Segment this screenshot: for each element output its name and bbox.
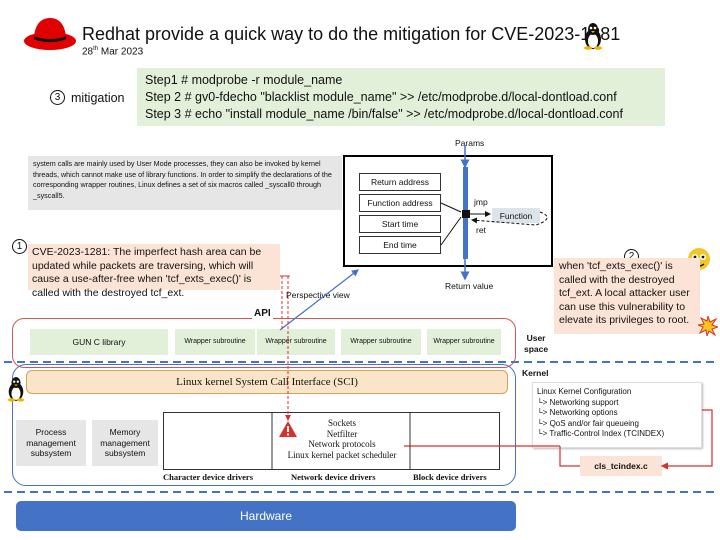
jmp-label: jmp [474,197,488,207]
cve-number-badge: 1 [12,236,27,254]
user-space-label: User space [524,333,549,354]
api-label: API [252,308,273,319]
frame-return-address: Return address [359,173,441,191]
explosion-icon [698,316,718,336]
system-call-interface: Linux kernel System Call Interface (SCI) [26,370,508,394]
character-drivers-label: Character device drivers [163,472,254,482]
tux-penguin-icon [7,377,25,402]
kernel-config-item: └> Networking support [537,397,619,407]
return-value-label: Return value [445,281,494,291]
wrapper-subroutine-box: Wrapper subroutine [257,329,335,355]
memory-management-box: Memory management subsystem [92,420,158,466]
function-box: Function [492,208,540,223]
page-title: Redhat provide a quick way to do the mit… [82,24,621,44]
network-stack: Sockets Netfilter Network protocols Linu… [287,418,397,460]
syscall-note: system calls are mainly used by User Mod… [28,156,342,210]
wrapper-subroutine-box: Wrapper subroutine [341,329,421,355]
warning-icon [279,421,297,437]
mitigation-step: Step1 # modprobe -r module_name [145,73,343,87]
block-drivers-label: Block device drivers [413,472,487,482]
glibc-box: GUN C library [30,329,168,355]
params-label: Params [455,138,485,148]
kernel-config-item: └> Networking options [537,408,618,417]
frame-end-time: End time [359,236,441,254]
hardware-bar: Hardware [16,501,516,531]
wrapper-subroutine-box: Wrapper subroutine [175,329,255,355]
page-date: 28th Mar 2023 [82,46,144,58]
tcindex-source-file: cls_tcindex.c [580,456,662,476]
mitigation-step: Step 3 # echo "install module_name /bin/… [145,107,623,121]
mitigation-step: Step 2 # gv0-fdecho "blacklist module_na… [145,90,617,104]
redhat-logo-icon [24,18,76,50]
step-number-badge: 3 [50,90,65,105]
network-drivers-label: Network device drivers [291,472,376,482]
kernel-config-item: └> QoS and/or fair queueing [537,418,639,428]
kernel-config-box: Linux Kernel Configuration └> Networking… [532,382,702,448]
kernel-config-item: └> Traffic-Control Index (TCINDEX) [537,429,665,438]
cve-description: CVE-2023-1281: The imperfect hash area c… [28,244,280,299]
mitigation-label: mitigation [71,90,125,105]
privilege-escalation-note: when 'tcf_exts_exec()' is called with th… [554,258,700,334]
wrapper-subroutine-box: Wrapper subroutine [427,329,501,355]
mitigation-heading: 3 mitigation [50,90,125,105]
kernel-config-title: Linux Kernel Configuration [537,387,632,396]
kernel-label: Kernel [522,368,549,378]
process-management-box: Process management subsystem [16,420,86,466]
tux-penguin-icon [584,23,602,50]
frame-start-time: Start time [359,215,441,233]
device-drivers-box [163,412,500,470]
ret-label: ret [476,225,486,235]
kernel-region [12,364,516,486]
mitigation-steps: Step1 # modprobe -r module_name Step 2 #… [137,68,665,126]
frame-function-address: Function address [359,194,441,212]
perspective-view-label: Perspective view [286,290,350,300]
